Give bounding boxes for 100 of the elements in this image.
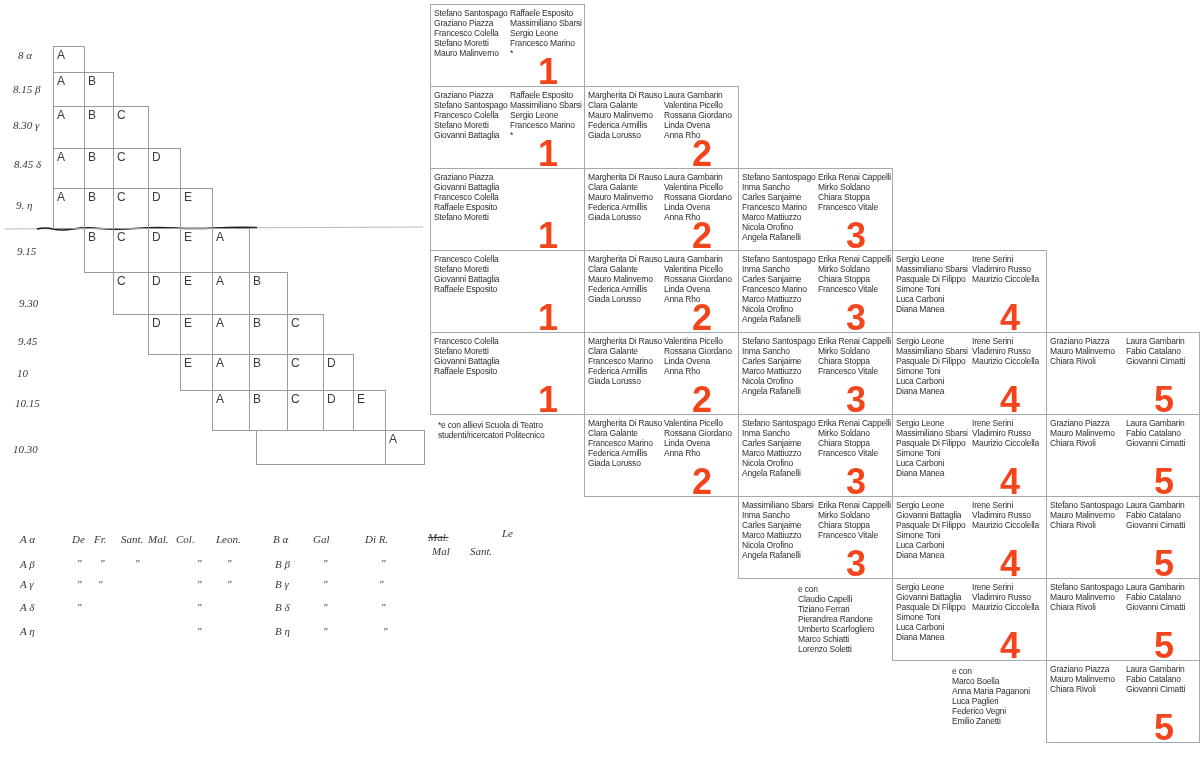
performer-name: Carles Sanjaime xyxy=(742,356,802,366)
handwritten-note: B η xyxy=(275,625,290,638)
performer-name: Stefano Santospago xyxy=(434,100,508,110)
performer-name: Valentina Picello xyxy=(664,182,723,192)
performer-name: Graziano Piazza xyxy=(1050,336,1110,346)
performer-name: Nicola Orofino xyxy=(742,222,794,232)
time-label: 8.45 δ xyxy=(14,158,42,171)
performer-name: Francesco Colella xyxy=(434,336,499,346)
pencil-grid-square xyxy=(287,314,324,355)
handwritten-note: A γ xyxy=(20,578,34,591)
ditto-mark: " xyxy=(100,557,105,570)
group-number: 1 xyxy=(538,140,558,167)
performer-name: Luca Carboni xyxy=(896,376,945,386)
performer-name: Chiara Rivoli xyxy=(1050,356,1096,366)
performer-name: Stefano Santospago xyxy=(434,8,508,18)
performer-name: Chiara Stoppa xyxy=(818,192,870,202)
performer-name: Valentina Picello xyxy=(664,100,723,110)
grid-letter: B xyxy=(88,109,96,122)
performer-name: Francesco Colella xyxy=(434,28,499,38)
schedule-table-cell xyxy=(738,168,893,251)
grid-letter: C xyxy=(291,393,300,406)
performer-name: Rossana Giordano xyxy=(664,110,732,120)
performer-name: Francesco Marino xyxy=(742,202,807,212)
performer-name: Clara Galante xyxy=(588,182,638,192)
group-number: 4 xyxy=(1000,468,1020,495)
group-number: 5 xyxy=(1154,468,1174,495)
performer-name: Francesco Vitale xyxy=(818,366,878,376)
performer-name: Fabio Catalano xyxy=(1126,674,1181,684)
handwritten-note: B β xyxy=(275,558,290,571)
performer-name: Fabio Catalano xyxy=(1126,592,1181,602)
grid-letter: C xyxy=(291,357,300,370)
performer-name: Irene Serini xyxy=(972,500,1014,510)
crossed-out-note: Mal. xyxy=(428,531,449,544)
performer-name: Laura Gambarin xyxy=(1126,418,1185,428)
handwritten-note: A α xyxy=(20,533,36,546)
pencil-grid-square xyxy=(212,228,250,273)
performer-name: Valentina Picello xyxy=(664,264,723,274)
performer-name: Angela Rafanelli xyxy=(742,386,801,396)
performer-name: Luca Carboni xyxy=(896,458,945,468)
handwritten-note: Le xyxy=(502,527,513,540)
performer-name: Angela Rafanelli xyxy=(742,314,801,324)
performer-name: Massimiliano Sbarsi xyxy=(510,100,582,110)
time-label: 9.30 xyxy=(19,297,39,310)
performer-name: Stefano Moretti xyxy=(434,264,489,274)
group-number: 2 xyxy=(692,468,712,495)
performer-name: Lorenzo Soletti xyxy=(798,644,852,654)
performer-name: Margherita Di Rauso xyxy=(588,336,663,346)
performer-name: Massimiliano Sbarsi xyxy=(742,500,814,510)
schedule-table-cell xyxy=(584,414,739,497)
performer-name: Francesco Vitale xyxy=(818,202,878,212)
performer-name: Laura Gambarin xyxy=(1126,582,1185,592)
performer-name: Tiziano Ferrari xyxy=(798,604,850,614)
performer-name: Luca Carboni xyxy=(896,540,945,550)
performer-name: Inma Sancho xyxy=(742,264,790,274)
performer-name: Sergio Leone xyxy=(510,110,559,120)
grid-letter: E xyxy=(184,191,192,204)
performer-name: Maurizio Ciccolella xyxy=(972,520,1040,530)
group-number: 1 xyxy=(538,58,558,85)
performer-name: Mauro Malinverno xyxy=(1050,510,1115,520)
performer-name: Nicola Orofino xyxy=(742,458,794,468)
grid-letter: B xyxy=(253,317,261,330)
handwritten-note: De xyxy=(72,533,85,546)
performer-name: Laura Gambarin xyxy=(664,254,723,264)
group-number: 3 xyxy=(846,304,866,331)
performer-name: Federico Vegni xyxy=(952,706,1006,716)
ditto-mark: " xyxy=(197,557,202,570)
ditto-mark: " xyxy=(381,601,386,614)
performer-name: Sergio Leone xyxy=(896,336,945,346)
performer-name: Erika Renai Cappelli xyxy=(818,418,891,428)
performer-name: Erika Renai Cappelli xyxy=(818,172,891,182)
schedule-table-cell xyxy=(584,86,739,169)
performer-name: Federica Armillis xyxy=(588,448,647,458)
grid-letter: A xyxy=(216,231,224,244)
schedule-table-cell xyxy=(892,250,1047,333)
performer-name: Giovanni Battaglia xyxy=(434,130,500,140)
grid-letter: D xyxy=(152,191,161,204)
pencil-grid-square xyxy=(148,314,181,355)
performer-name: Maurizio Ciccolella xyxy=(972,356,1040,366)
performer-name: Stefano Santospago xyxy=(1050,500,1124,510)
performer-name: Marco Boella xyxy=(952,676,1000,686)
grid-letter: E xyxy=(184,357,192,370)
performer-name: Simone Toni xyxy=(896,530,941,540)
performer-name: Mirko Soldano xyxy=(818,346,870,356)
grid-letter: C xyxy=(291,317,300,330)
performer-name: Stefano Santospago xyxy=(742,254,816,264)
performer-name: Nicola Orofino xyxy=(742,376,794,386)
performer-name: Pasquale Di Filippo xyxy=(896,438,966,448)
performer-name: Francesco Colella xyxy=(434,192,499,202)
performer-name: Anna Rho xyxy=(664,130,701,140)
performer-name: Nicola Orofino xyxy=(742,540,794,550)
performer-name: Sergio Leone xyxy=(896,500,945,510)
performer-name: Angela Rafanelli xyxy=(742,468,801,478)
schedule-table-cell xyxy=(1046,660,1200,743)
performer-name: Laura Gambarin xyxy=(1126,664,1185,674)
time-label: 8 α xyxy=(18,49,33,62)
performer-name: Raffaele Esposito xyxy=(510,90,574,100)
performer-name: Margherita Di Rauso xyxy=(588,418,663,428)
performer-name: Diana Manea xyxy=(896,550,945,560)
performer-name: Mauro Malinverno xyxy=(1050,428,1115,438)
schedule-table-cell xyxy=(892,578,1047,661)
